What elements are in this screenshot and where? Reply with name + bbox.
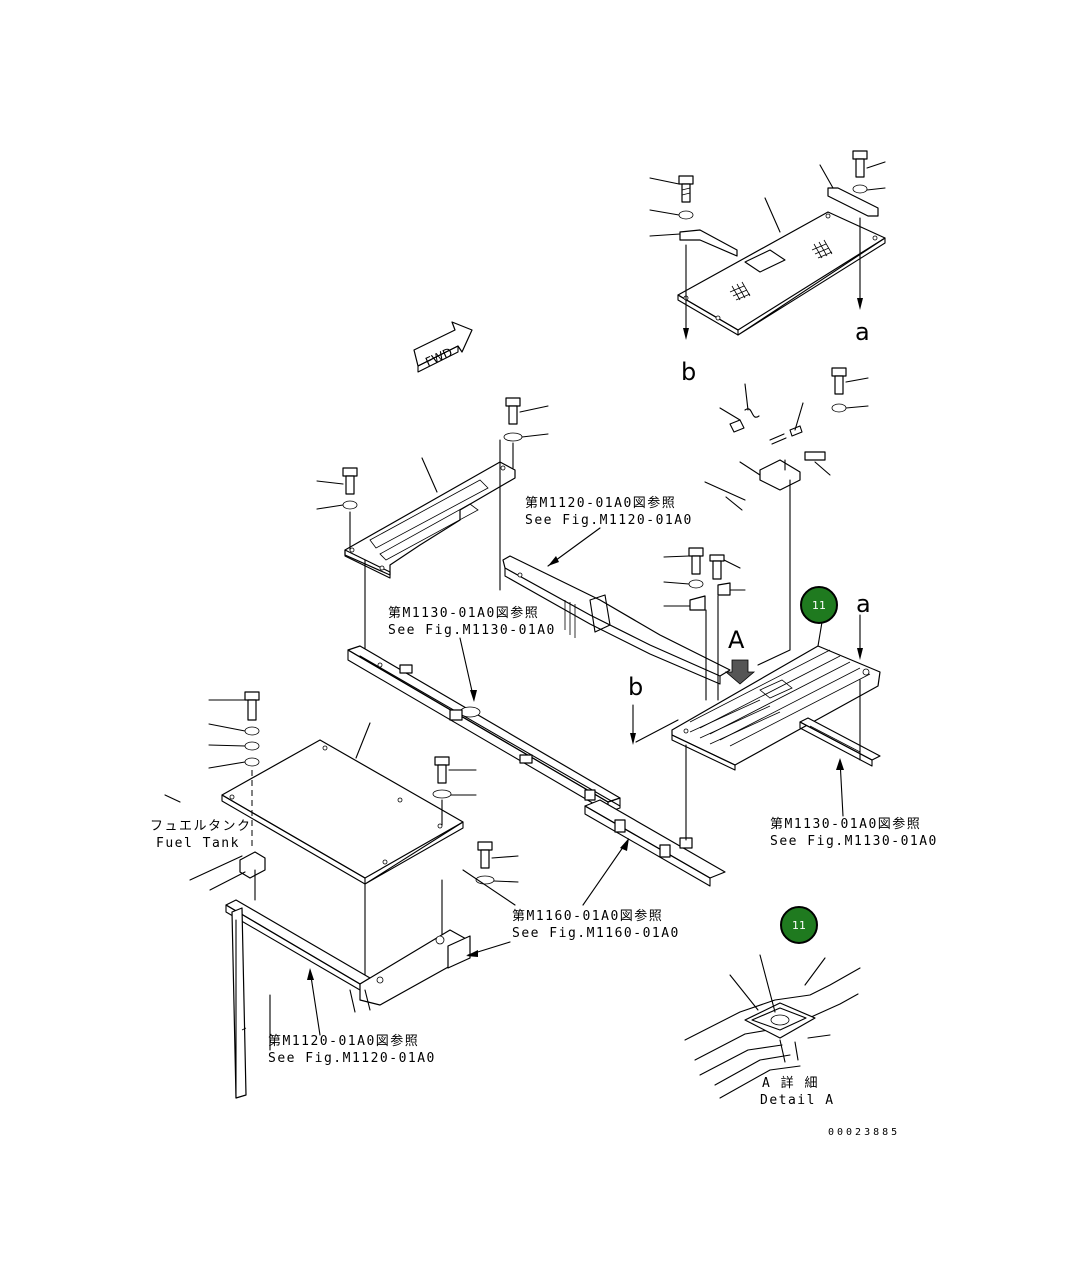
callout-ref-m1120-top: 第M1120-01A0図参照 See Fig.M1120-01A0	[525, 495, 693, 528]
letter-b-top: b	[681, 358, 696, 386]
top-cover-plate	[677, 197, 886, 336]
lower-l-frame	[225, 899, 471, 1099]
bolt-top-left	[649, 175, 738, 340]
svg-text:See Fig.M1130-01A0: See Fig.M1130-01A0	[388, 623, 556, 638]
svg-text:11: 11	[812, 599, 826, 612]
detail-a-view	[684, 954, 861, 1099]
svg-text:See Fig.M1120-01A0: See Fig.M1120-01A0	[525, 513, 693, 528]
svg-text:11: 11	[792, 919, 806, 932]
letter-a-top: a	[855, 318, 870, 346]
center-bracket	[502, 555, 731, 685]
callout-ref-m1130-right: 第M1130-01A0図参照 See Fig.M1130-01A0	[770, 816, 938, 849]
svg-text:See Fig.M1130-01A0: See Fig.M1130-01A0	[770, 834, 938, 849]
fuel-tank-label: フュエルタンク Fuel Tank	[150, 819, 252, 851]
upper-left-plate	[316, 397, 549, 651]
reference-arrows	[307, 527, 844, 1036]
bolt-stack-left	[208, 691, 260, 850]
svg-text:第M1160-01A0図参照: 第M1160-01A0図参照	[512, 908, 663, 924]
svg-text:See Fig.M1120-01A0: See Fig.M1120-01A0	[268, 1051, 436, 1066]
bolt-top-right	[819, 150, 886, 310]
svg-text:Detail A: Detail A	[760, 1093, 835, 1108]
detail-a-label: A 詳 細 Detail A	[760, 1075, 835, 1108]
bolt-stack-center	[364, 756, 519, 981]
item-badge-11-top[interactable]: 11	[800, 586, 838, 624]
right-step-plate	[671, 621, 881, 771]
fuel-tank-bracket	[189, 851, 266, 901]
svg-text:フュエルタンク: フュエルタンク	[150, 819, 252, 834]
svg-text:第M1130-01A0図参照: 第M1130-01A0図参照	[770, 816, 921, 832]
letter-a-right: a	[856, 590, 871, 618]
bolts-center-right	[663, 547, 863, 841]
arrow-b-mid	[630, 704, 679, 745]
item-badge-11-detail[interactable]: 11	[780, 906, 818, 944]
svg-text:See Fig.M1160-01A0: See Fig.M1160-01A0	[512, 926, 680, 941]
view-arrow-icon	[724, 659, 756, 685]
latch-assembly	[704, 367, 869, 666]
callout-ref-m1120-bottom: 第M1120-01A0図参照 See Fig.M1120-01A0	[268, 1033, 436, 1066]
svg-text:第M1120-01A0図参照: 第M1120-01A0図参照	[268, 1033, 419, 1049]
svg-text:第M1120-01A0図参照: 第M1120-01A0図参照	[525, 495, 676, 511]
letter-b-mid: b	[628, 673, 643, 701]
svg-text:Fuel Tank: Fuel Tank	[156, 836, 240, 851]
letter-view-A: A	[728, 626, 745, 654]
svg-text:A 詳 細: A 詳 細	[762, 1075, 819, 1091]
drawing-number: 00023885	[828, 1127, 900, 1138]
lower-frame-member	[584, 799, 726, 887]
svg-text:第M1130-01A0図参照: 第M1130-01A0図参照	[388, 605, 539, 621]
callout-ref-m1160: 第M1160-01A0図参照 See Fig.M1160-01A0	[512, 908, 680, 941]
callout-ref-m1130-mid: 第M1130-01A0図参照 See Fig.M1130-01A0	[388, 605, 556, 638]
fwd-arrow-icon: FWD	[413, 321, 473, 373]
